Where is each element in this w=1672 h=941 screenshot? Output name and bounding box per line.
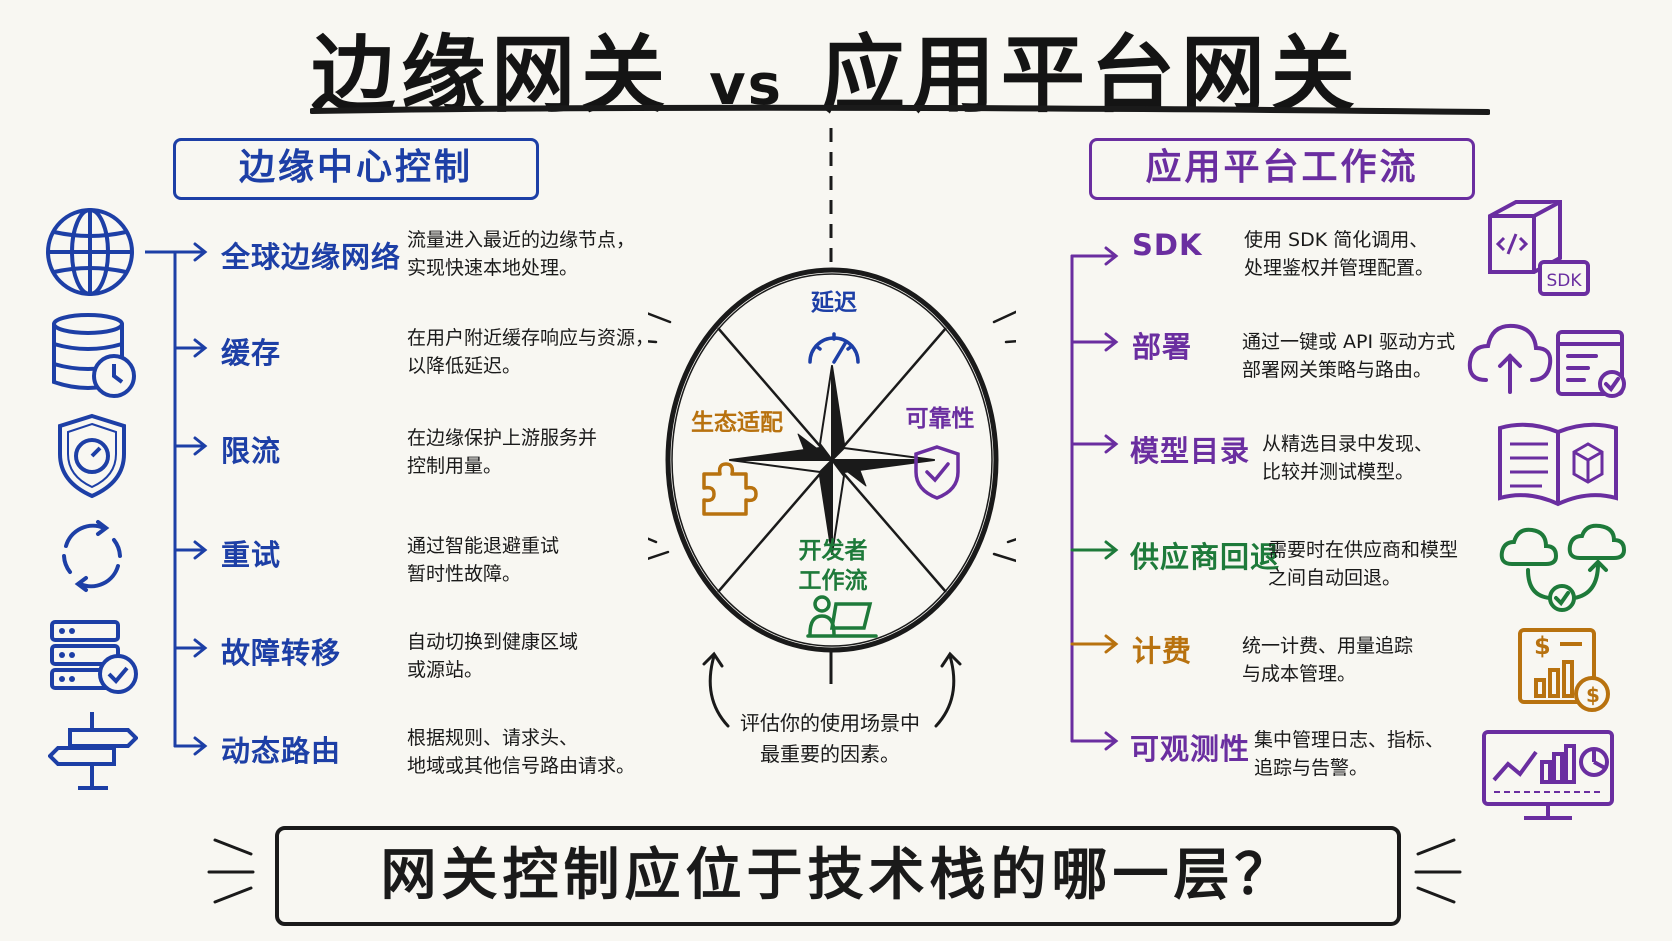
cloud-upload-icon bbox=[1467, 323, 1626, 398]
emphasis-lines-left bbox=[207, 838, 255, 904]
factor-reliability-label: 可靠性 bbox=[905, 406, 975, 432]
platform-item-observability-desc: 集中管理日志、指标、 追踪与告警。 bbox=[1254, 729, 1445, 779]
edge-item-retry: 重试 bbox=[221, 538, 282, 572]
platform-item-billing: 计费 bbox=[1132, 634, 1193, 668]
platform-item-deploy: 部署 bbox=[1132, 330, 1193, 364]
curved-arrow-right-icon bbox=[934, 651, 962, 728]
shield-check-icon bbox=[914, 445, 960, 500]
title-underline bbox=[310, 104, 1490, 115]
platform-item-model-catalog-desc: 从精选目录中发现、 比较并测试模型。 bbox=[1262, 433, 1434, 483]
factor-latency-label: 延迟 bbox=[811, 290, 857, 316]
factor-ecosystem-fit-label: 生态适配 bbox=[691, 410, 783, 436]
dashboard-monitor-icon bbox=[1482, 730, 1614, 820]
platform-panel-heading: 应用平台工作流 bbox=[1089, 138, 1475, 200]
shield-gauge-icon bbox=[58, 413, 126, 499]
developer-laptop-icon bbox=[806, 595, 878, 638]
platform-item-billing-desc: 统一计费、用量追踪 与成本管理。 bbox=[1242, 635, 1414, 685]
database-clock-icon bbox=[52, 313, 136, 398]
edge-item-rate-limit: 限流 bbox=[221, 434, 282, 468]
platform-item-model-catalog: 模型目录 bbox=[1130, 434, 1251, 468]
svg-text:$: $ bbox=[1534, 632, 1551, 660]
platform-item-sdk-desc: 使用 SDK 简化调用、 处理鉴权并管理配置。 bbox=[1244, 229, 1435, 279]
center-note: 评估你的使用场景中 最重要的因素。 bbox=[740, 711, 920, 766]
edge-item-failover-desc: 自动切换到健康区域 或源站。 bbox=[407, 631, 579, 681]
platform-item-observability: 可观测性 bbox=[1130, 732, 1251, 766]
platform-bracket bbox=[1070, 246, 1119, 751]
platform-item-provider-fallback: 供应商回退 bbox=[1130, 540, 1281, 574]
svg-text:$: $ bbox=[1586, 683, 1600, 707]
emphasis-lines-right bbox=[1414, 838, 1462, 904]
factor-developer-workflow-label: 开发者 工作流 bbox=[798, 538, 868, 594]
gauge-icon bbox=[808, 332, 860, 364]
center-divider-top bbox=[829, 128, 833, 268]
catalog-book-icon bbox=[1498, 422, 1618, 507]
factor-compass bbox=[648, 267, 1016, 653]
edge-item-dynamic-routing-desc: 根据规则、请求头、 地域或其他信号路由请求。 bbox=[407, 727, 636, 777]
edge-bracket bbox=[145, 242, 208, 756]
retry-cycle-icon bbox=[62, 520, 122, 592]
cloud-fallback-icon bbox=[1499, 523, 1627, 612]
sdk-badge-text: SDK bbox=[1546, 271, 1582, 291]
platform-item-provider-fallback-desc: 需要时在供应商和模型 之间自动回退。 bbox=[1268, 539, 1459, 589]
edge-item-global-network: 全球边缘网络 bbox=[221, 240, 402, 274]
edge-item-cache: 缓存 bbox=[221, 336, 282, 370]
server-check-icon bbox=[50, 620, 138, 694]
edge-item-dynamic-routing: 动态路由 bbox=[221, 734, 342, 768]
edge-item-retry-desc: 通过智能退避重试 暂时性故障。 bbox=[407, 535, 560, 585]
edge-item-cache-desc: 在用户附近缓存响应与资源， 以降低延迟。 bbox=[407, 327, 655, 377]
signpost-icon bbox=[48, 712, 138, 790]
billing-chart-icon: $ $ bbox=[1518, 628, 1610, 712]
globe-icon bbox=[46, 208, 134, 296]
edge-item-rate-limit-desc: 在边缘保护上游服务并 控制用量。 bbox=[407, 427, 598, 477]
platform-item-sdk: SDK bbox=[1132, 228, 1203, 262]
platform-item-deploy-desc: 通过一键或 API 驱动方式 部署网关策略与路由。 bbox=[1242, 331, 1456, 381]
sdk-box-icon: SDK bbox=[1488, 200, 1590, 296]
edge-item-global-network-desc: 流量进入最近的边缘节点， 实现快速本地处理。 bbox=[407, 229, 636, 279]
center-divider-bottom bbox=[829, 652, 833, 684]
edge-item-failover: 故障转移 bbox=[221, 636, 342, 670]
bottom-question: 网关控制应位于技术栈的哪一层？ bbox=[275, 826, 1401, 926]
curved-arrow-left-icon bbox=[702, 651, 730, 728]
edge-panel-heading: 边缘中心控制 bbox=[173, 138, 539, 200]
puzzle-icon bbox=[702, 462, 758, 516]
